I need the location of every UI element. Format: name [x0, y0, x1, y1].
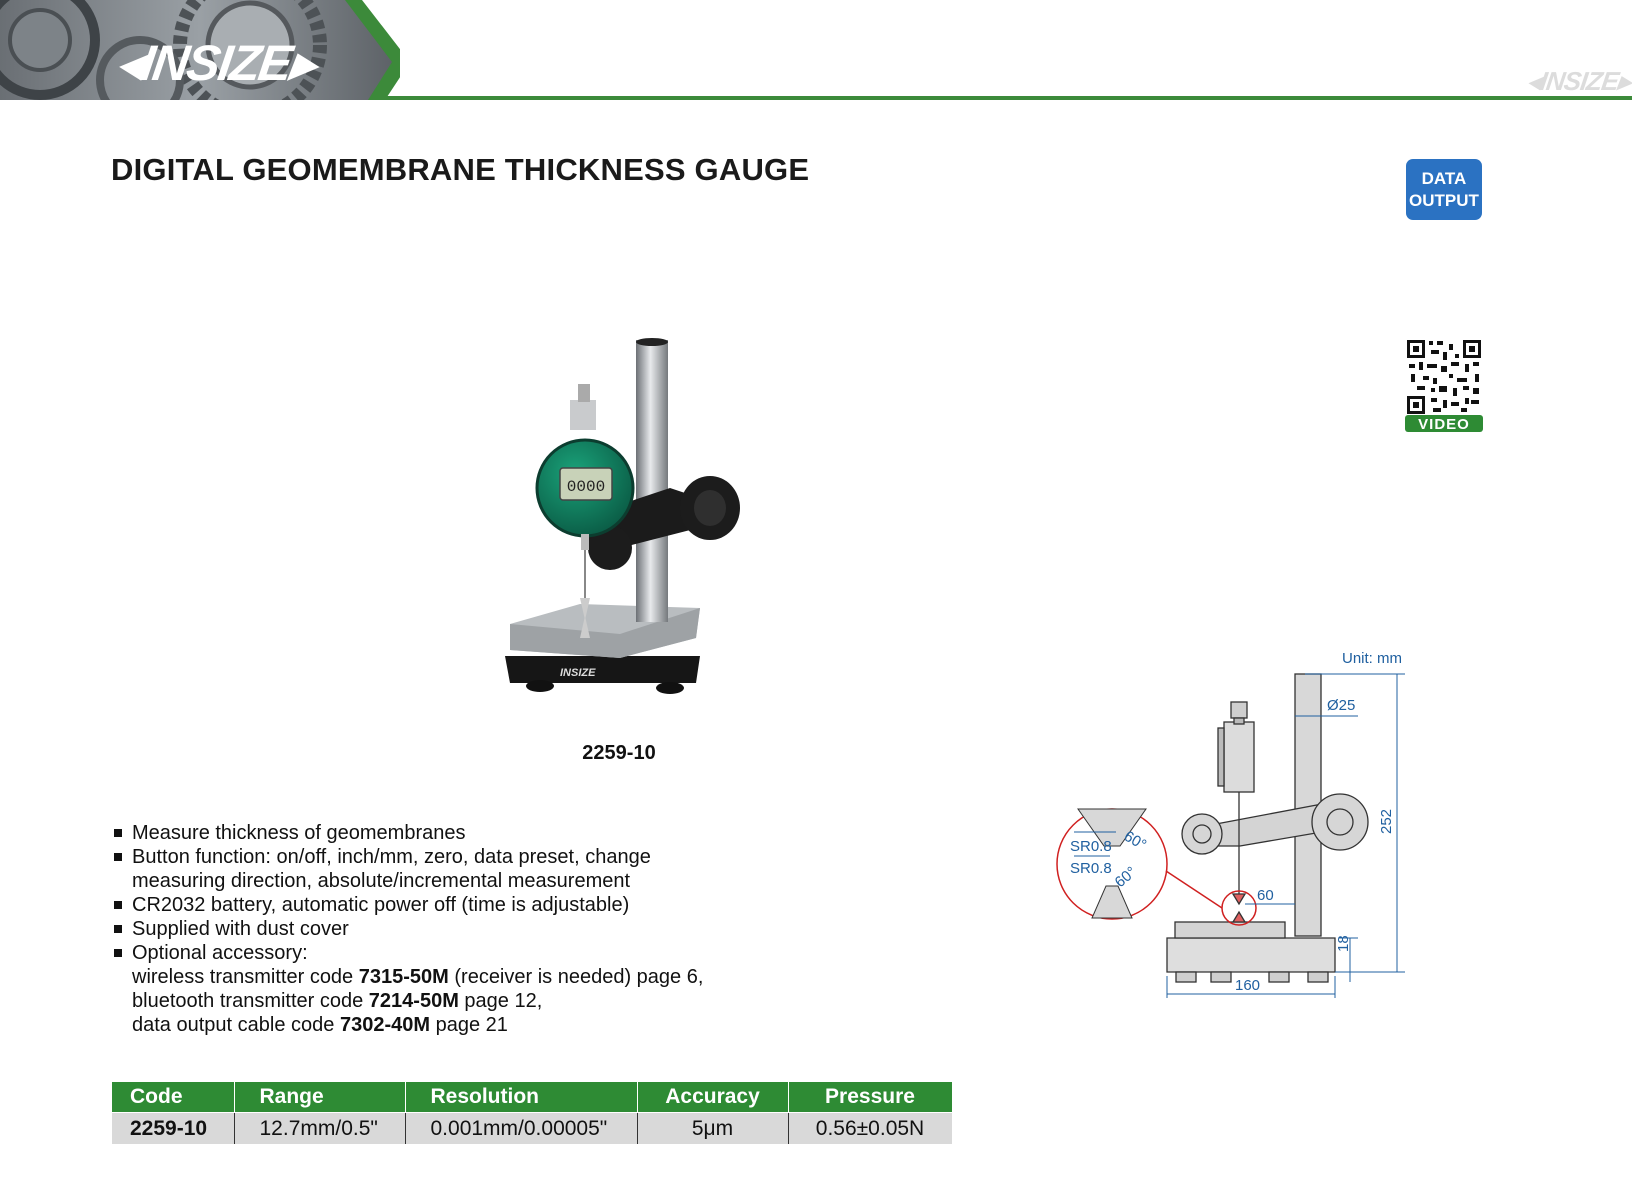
dimension-drawing: Unit: mm Ø25 252 SR0.8 SR0.8 60° 60° 60 …	[1056, 650, 1405, 998]
table-header-row: Code Range Resolution Accuracy Pressure	[112, 1082, 952, 1113]
accessory-line: wireless transmitter code 7315-50M (rece…	[132, 966, 704, 988]
feature-item: CR2032 battery, automatic power off (tim…	[112, 893, 812, 917]
base-width-label: 160	[1235, 977, 1260, 994]
feature-list: Measure thickness of geomembranes Button…	[112, 821, 812, 1037]
insize-logo: ◂INSIZE▸	[114, 34, 318, 92]
base-height-label: 18	[1335, 935, 1352, 952]
lcd-reading: 0000	[567, 478, 605, 496]
cell-code: 2259-10	[112, 1112, 235, 1144]
total-height-label: 252	[1378, 809, 1395, 834]
tip-radius-top-label: SR0.8	[1070, 838, 1112, 855]
spec-table: Code Range Resolution Accuracy Pressure …	[112, 1082, 952, 1144]
cell-resolution: 0.001mm/0.00005"	[405, 1112, 638, 1144]
unit-label: Unit: mm	[1342, 650, 1402, 667]
page-title: DIGITAL GEOMEMBRANE THICKNESS GAUGE	[111, 152, 810, 187]
accessory-code: 7302-40M	[339, 1014, 431, 1036]
watermark-wordmark: INSIZE	[1538, 66, 1621, 96]
tip-radius-bottom-label: SR0.8	[1070, 860, 1112, 877]
header-pressure: Pressure	[788, 1082, 952, 1113]
header-rule	[385, 96, 1632, 100]
accessory-code: 7315-50M	[358, 966, 449, 988]
header-accuracy: Accuracy	[637, 1082, 789, 1113]
qr-video-label: VIDEO	[1418, 416, 1470, 432]
feature-item: Supplied with dust cover	[112, 917, 812, 941]
accessory-line: bluetooth transmitter code 7214-50M page…	[132, 990, 543, 1012]
accessory-code: 7214-50M	[368, 990, 459, 1012]
header-range: Range	[234, 1082, 406, 1113]
product-photo: INSIZE 0000	[505, 338, 740, 694]
feature-item: Button function: on/off, inch/mm, zero, …	[112, 845, 812, 869]
cell-range: 12.7mm/0.5"	[234, 1112, 406, 1144]
machinery-background-image	[0, 0, 400, 100]
throat-depth-label: 60	[1257, 887, 1274, 904]
product-code-caption: 2259-10	[582, 742, 656, 764]
logo-wordmark: INSIZE	[137, 35, 295, 91]
cell-pressure: 0.56±0.05N	[788, 1112, 952, 1144]
accessory-line: data output cable code 7302-40M page 21	[132, 1014, 508, 1036]
feature-item: Measure thickness of geomembranes	[112, 821, 812, 845]
badge-line-1: DATA	[1421, 169, 1467, 188]
feature-item-continued: measuring direction, absolute/incrementa…	[132, 870, 631, 892]
data-output-badge: DATA OUTPUT	[1406, 159, 1482, 220]
base-brand-label: INSIZE	[560, 667, 596, 679]
video-qr-code[interactable]: VIDEO	[1405, 338, 1483, 432]
header-banner: ◂INSIZE▸ ◂INSIZE▸	[0, 0, 1632, 100]
header-code: Code	[112, 1082, 235, 1113]
insize-watermark-logo: ◂INSIZE▸	[1526, 66, 1632, 97]
badge-line-2: OUTPUT	[1409, 191, 1479, 210]
cell-accuracy: 5μm	[637, 1112, 789, 1144]
table-row: 2259-10 12.7mm/0.5" 0.001mm/0.00005" 5μm…	[112, 1112, 952, 1144]
feature-item: Optional accessory:	[112, 941, 812, 965]
header-resolution: Resolution	[405, 1082, 638, 1113]
column-diameter-label: Ø25	[1327, 697, 1355, 714]
